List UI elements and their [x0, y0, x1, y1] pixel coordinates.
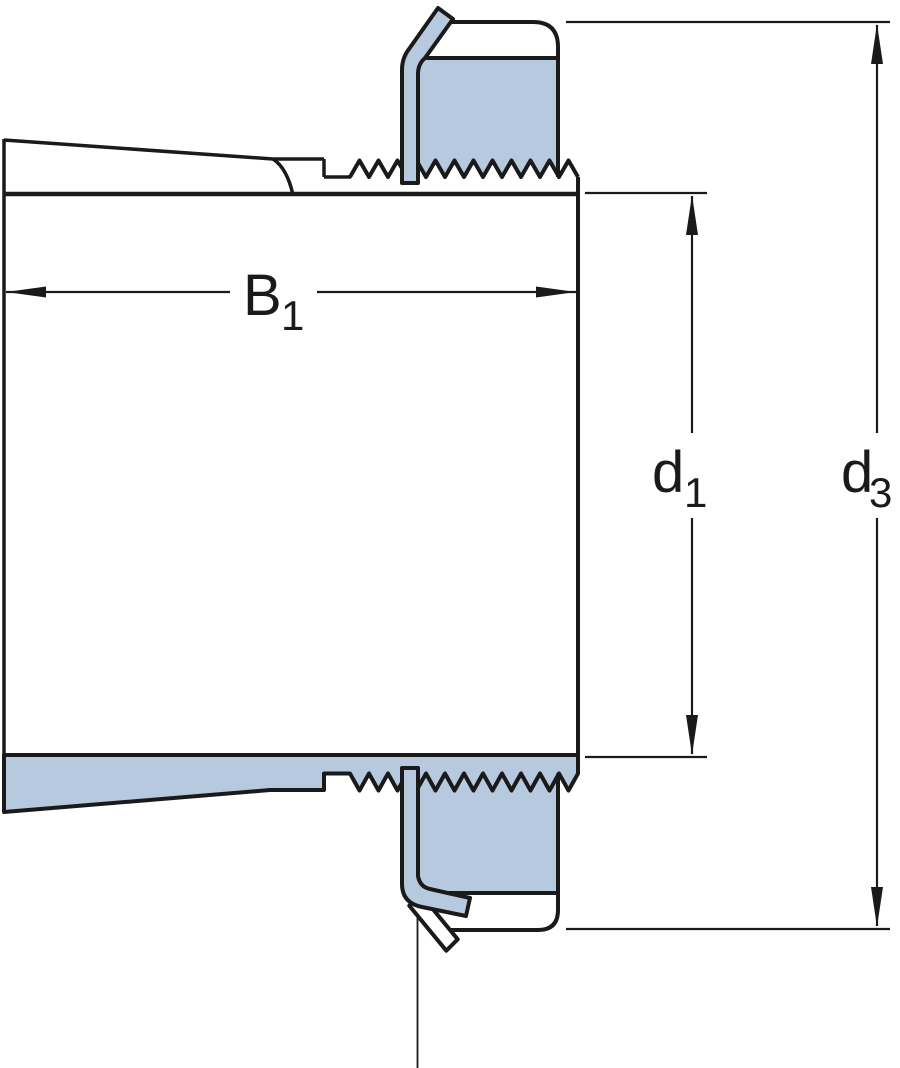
arrowhead-d1-bottom — [686, 715, 698, 755]
lock-nut-top-rim-outline — [450, 20, 560, 177]
lock-nut-top-body — [418, 58, 558, 177]
thread-profile-top — [348, 158, 580, 179]
sleeve-top-half — [2, 138, 580, 757]
sleeve-thread-teeth-top — [350, 160, 578, 177]
arrowhead-B1-right — [536, 286, 576, 298]
arrowhead-B1-left — [6, 286, 46, 298]
arrowhead-d1-top — [686, 195, 698, 235]
lock-nut-bottom-rim-outline — [445, 773, 560, 932]
washer-tab-bottom-bent — [400, 766, 472, 918]
dimension-B1: B 1 — [6, 263, 576, 339]
sleeve-taper-line-top — [3, 138, 274, 161]
washer-tab-top — [400, 6, 455, 185]
lock-nut-top — [418, 58, 558, 177]
arrowhead-d3-top — [871, 24, 883, 64]
arrowhead-d3-bottom — [871, 887, 883, 927]
label-d1: d — [652, 440, 684, 505]
lock-nut-bottom-body — [418, 773, 558, 893]
dimension-d1: d 1 — [585, 191, 707, 759]
sleeve-slit-curve — [271, 157, 295, 196]
label-B1-subscript: 1 — [281, 292, 304, 339]
label-d3: d — [841, 440, 873, 505]
label-B1: B — [243, 263, 282, 328]
lock-nut-top-rim-fill — [422, 24, 556, 57]
label-d3-subscript: 3 — [869, 469, 892, 516]
dimension-d3: d 3 — [566, 20, 892, 931]
label-d1-subscript: 1 — [684, 469, 707, 516]
sleeve-bottom-half — [2, 753, 580, 814]
